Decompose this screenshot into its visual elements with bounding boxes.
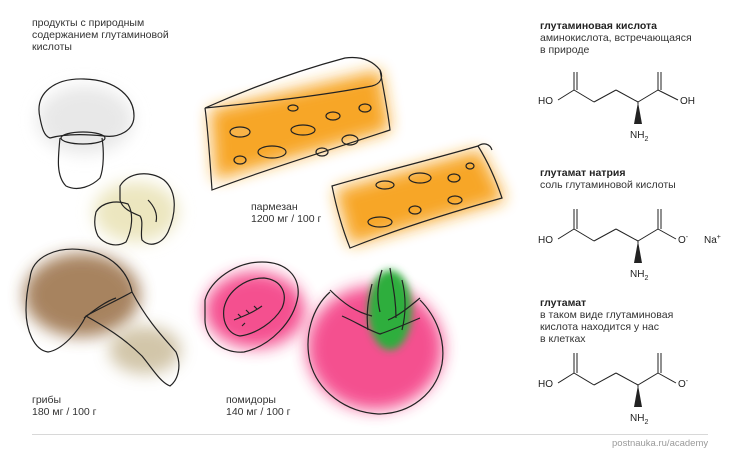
molecule-desc: в природе bbox=[540, 44, 590, 56]
glutamate-structure: HO O- NH2 bbox=[538, 353, 689, 426]
molecule-glutamic-acid-text: глутаминовая кислота аминокислота, встре… bbox=[540, 20, 735, 56]
parmesan-label: пармезан 1200 мг / 100 г bbox=[251, 201, 321, 225]
right-group: O- bbox=[678, 234, 689, 246]
amine-symbol: NH bbox=[630, 413, 644, 424]
intro-text: продукты с природным содержанием глутами… bbox=[32, 17, 222, 53]
food-name: грибы bbox=[32, 394, 62, 406]
brown-mushroom-icon bbox=[24, 248, 181, 387]
oxygen-symbol: O bbox=[678, 235, 686, 246]
amine-group: NH2 bbox=[630, 130, 648, 143]
food-illustration bbox=[24, 56, 505, 415]
molecule-msg-text: глутамат натрия соль глутаминовой кислот… bbox=[540, 167, 735, 191]
source-link[interactable]: postnauka.ru/academy bbox=[612, 438, 709, 449]
oxygen-charge: - bbox=[686, 234, 689, 241]
msg-structure: HO O- Na+ NH2 bbox=[538, 209, 721, 282]
white-mushroom-icon bbox=[37, 78, 135, 190]
food-name: пармезан bbox=[251, 201, 298, 213]
amine-symbol: NH bbox=[630, 130, 644, 141]
molecule-desc: в клетках bbox=[540, 333, 586, 345]
intro-line: кислоты bbox=[32, 41, 72, 53]
sodium-symbol: Na bbox=[704, 235, 717, 246]
amine-subscript: 2 bbox=[644, 275, 648, 282]
sliced-mushroom-icon bbox=[94, 173, 178, 246]
parmesan-slice-icon bbox=[331, 143, 505, 249]
food-amount: 180 мг / 100 г bbox=[32, 406, 97, 418]
left-group: HO bbox=[538, 96, 553, 107]
molecule-desc: в таком виде глутаминовая bbox=[540, 309, 674, 321]
molecule-title: глутаминовая кислота bbox=[540, 20, 657, 32]
food-amount: 1200 мг / 100 г bbox=[251, 213, 322, 225]
left-group: HO bbox=[538, 379, 553, 390]
mushroom-label: грибы 180 мг / 100 г bbox=[32, 394, 97, 418]
amine-group: NH2 bbox=[630, 413, 648, 426]
molecule-desc: аминокислота, встречающаяся bbox=[540, 32, 692, 44]
parmesan-wedge-icon bbox=[204, 56, 391, 191]
sodium-ion: Na+ bbox=[704, 234, 721, 246]
intro-line: продукты с природным bbox=[32, 17, 145, 29]
molecule-glutamate-text: глутамат в таком виде глутаминовая кисло… bbox=[540, 297, 735, 345]
oxygen-symbol: O bbox=[678, 379, 686, 390]
right-group: O- bbox=[678, 378, 689, 390]
tomato-icon bbox=[307, 267, 444, 415]
amine-symbol: NH bbox=[630, 269, 644, 280]
intro-line: содержанием глутаминовой bbox=[32, 29, 169, 41]
food-amount: 140 мг / 100 г bbox=[226, 406, 291, 418]
food-name: помидоры bbox=[226, 394, 276, 406]
glutamic-acid-structure: HO OH NH2 bbox=[538, 72, 695, 143]
tomato-label: помидоры 140 мг / 100 г bbox=[226, 394, 291, 418]
footer-divider bbox=[32, 434, 708, 435]
molecule-title: глутамат натрия bbox=[540, 167, 626, 179]
right-group: OH bbox=[680, 96, 695, 107]
amine-group: NH2 bbox=[630, 269, 648, 282]
sodium-charge: + bbox=[717, 234, 721, 241]
molecule-title: глутамат bbox=[540, 297, 587, 309]
left-group: HO bbox=[538, 235, 553, 246]
molecule-desc: кислота находится у нас bbox=[540, 321, 659, 333]
amine-subscript: 2 bbox=[644, 136, 648, 143]
tomato-slice-icon bbox=[204, 261, 305, 353]
amine-subscript: 2 bbox=[644, 419, 648, 426]
molecule-desc: соль глутаминовой кислоты bbox=[540, 179, 676, 191]
oxygen-charge: - bbox=[686, 378, 689, 385]
